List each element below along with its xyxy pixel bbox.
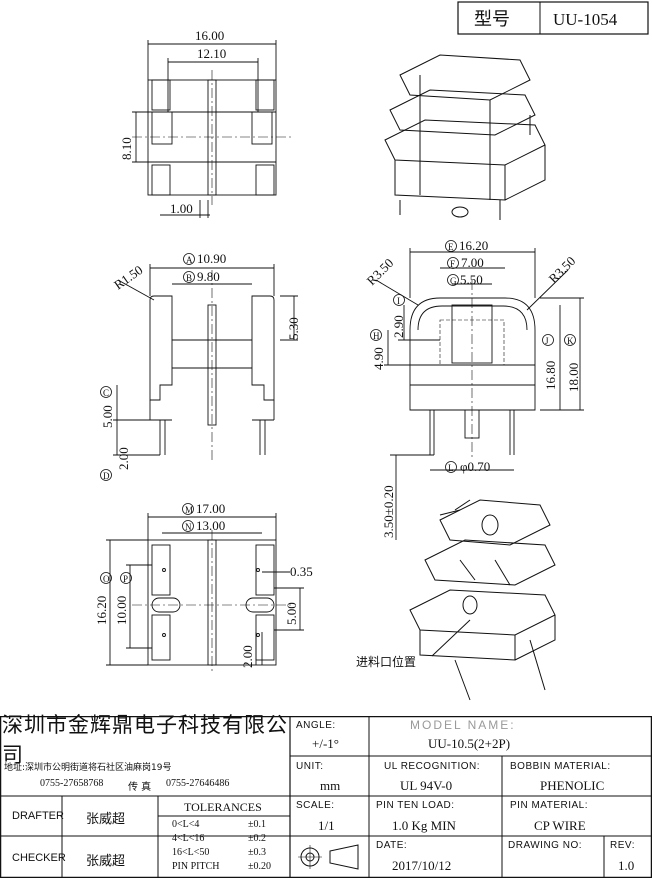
unit-label: UNIT: (296, 761, 324, 772)
ul-value: UL 94V-0 (400, 778, 453, 793)
tag-e: E (448, 242, 454, 252)
dim-front-b: 9.80 (197, 269, 220, 284)
tol-value-3: ±0.3 (248, 847, 266, 858)
model-label: 型号 (474, 9, 510, 30)
dim-front-d: 2.00 (116, 447, 131, 470)
iso-view-bottom (409, 499, 556, 701)
model-header: 型号 UU-1054 (457, 1, 649, 35)
tag-h: H (373, 331, 380, 341)
iso-view-top (384, 54, 546, 220)
tag-o: O (103, 574, 110, 584)
drawing-no-label: DRAWING NO: (508, 840, 583, 851)
dim-side-rr: R3.50 (546, 253, 579, 286)
drafter-value: 张威超 (86, 812, 126, 827)
rev-label: REV: (610, 840, 635, 851)
bobbin-label: BOBBIN MATERIAL: (510, 761, 611, 772)
dim-bot-n: 13.00 (196, 518, 225, 533)
company-name: 深圳市金辉鼎电子科技有限公司 (2, 713, 288, 767)
fax-label: 传 真 (128, 782, 152, 793)
model-name-value: UU-10.5(2+2P) (428, 736, 511, 751)
dim-side-pin: 3.50±0.20 (381, 485, 396, 538)
dim-side-h: 4.90 (371, 347, 386, 370)
front-view: A 10.90 B 9.80 R1.50 5.30 C 5.00 D 2.00 (100, 251, 301, 481)
tol-range-2: 4<L<16 (172, 833, 205, 844)
checker-label: CHECKER (12, 852, 66, 864)
model-name-label: MODEL NAME: (410, 718, 516, 732)
unit-value: mm (320, 778, 341, 793)
projection-symbol-icon (298, 844, 359, 870)
top-view: 16.00 12.10 8.10 1.00 (119, 28, 292, 218)
tag-d: D (103, 471, 110, 481)
company-fax: 0755-27646486 (166, 778, 230, 789)
side-view: E 16.20 F 7.00 G 5.50 R3.50 R3.50 I 2.90… (364, 238, 584, 540)
title-block-grid (0, 716, 652, 878)
dim-bot-slot: 5.00 (284, 602, 299, 625)
tol-range-1: 0<L<4 (172, 819, 200, 830)
dim-bot-pitch: 2.00 (240, 645, 255, 668)
tag-n: N (185, 522, 192, 532)
pin-material-label: PIN MATERIAL: (510, 800, 588, 811)
tol-range-4: PIN PITCH (172, 861, 220, 872)
dim-top-flange: 1.00 (170, 201, 193, 216)
angle-label: ANGLE: (296, 720, 336, 731)
dim-front-a: 10.90 (197, 251, 226, 266)
tag-i: I (397, 296, 400, 306)
drafter-label: DRAFTER (12, 810, 64, 822)
tolerances-label: TOLERANCES (184, 800, 262, 814)
rev-value: 1.0 (618, 858, 635, 873)
title-block: 深圳市金辉鼎电子科技有限公司 地址:深圳市公明街道将石社区油麻岗19号 0755… (0, 713, 652, 878)
model-value: UU-1054 (553, 10, 618, 29)
dim-front-c: 5.00 (100, 405, 115, 428)
tag-p: P (123, 574, 128, 584)
bobbin-value: PHENOLIC (540, 778, 605, 793)
tag-a: A (186, 255, 193, 265)
dim-side-g: 5.50 (460, 272, 483, 287)
tol-value-1: ±0.1 (248, 819, 266, 830)
dim-top-height: 8.10 (119, 137, 134, 160)
date-label: DATE: (376, 840, 408, 851)
pin-material-value: CP WIRE (534, 818, 586, 833)
dim-side-e: 16.20 (459, 238, 488, 253)
tol-range-3: 16<L<50 (172, 847, 210, 858)
pin-load-value: 1.0 Kg MIN (392, 818, 456, 833)
tolerance-ranges: 0<L<4 4<L<16 16<L<50 PIN PITCH (172, 818, 220, 874)
angle-value: +/-1° (312, 736, 339, 751)
bottom-view: M 17.00 N 13.00 O 16.20 P 10.00 0.35 5.0… (94, 501, 313, 672)
dim-side-i: 2.90 (391, 315, 406, 338)
tag-g: G (450, 276, 457, 286)
tag-f: F (450, 259, 455, 269)
dim-bot-p: 10.00 (114, 596, 129, 625)
company-address: 地址:深圳市公明街道将石社区油麻岗19号 (4, 763, 172, 773)
tol-value-2: ±0.2 (248, 833, 266, 844)
dim-front-htop: 5.30 (286, 317, 301, 340)
dim-side-f: 7.00 (461, 255, 484, 270)
dim-side-l: φ0.70 (460, 459, 490, 474)
scale-label: SCALE: (296, 800, 335, 811)
dim-bot-m: 17.00 (196, 501, 225, 516)
dim-side-rl: R3.50 (364, 255, 397, 288)
scale-value: 1/1 (318, 818, 335, 833)
tag-j: J (545, 336, 549, 346)
tag-l: L (448, 463, 454, 473)
tag-b: B (186, 273, 192, 283)
tag-m: M (185, 505, 193, 515)
dim-side-k: 18.00 (566, 363, 581, 392)
tag-k: K (567, 336, 574, 346)
checker-value: 张威超 (86, 854, 126, 869)
dim-side-j: 16.80 (543, 361, 558, 390)
tag-c: C (103, 388, 109, 398)
dim-bot-o: 16.20 (94, 596, 109, 625)
pin-load-label: PIN TEN LOAD: (376, 800, 455, 811)
company-tel: 0755-27658768 (40, 778, 104, 789)
ul-label: UL RECOGNITION: (384, 761, 481, 772)
date-value: 2017/10/12 (392, 858, 452, 873)
tolerance-values: ±0.1 ±0.2 ±0.3 ±0.20 (248, 818, 271, 874)
dim-top-outer: 16.00 (195, 28, 224, 43)
tol-value-4: ±0.20 (248, 861, 271, 872)
dim-bot-gap: 0.35 (290, 564, 313, 579)
feed-port-note: 进料口位置 (356, 654, 416, 669)
engineering-drawing: 型号 UU-1054 16.00 12.10 8.10 1.00 (94, 1, 649, 701)
dim-front-r: R1.50 (111, 262, 145, 292)
dim-top-inner: 12.10 (197, 46, 226, 61)
